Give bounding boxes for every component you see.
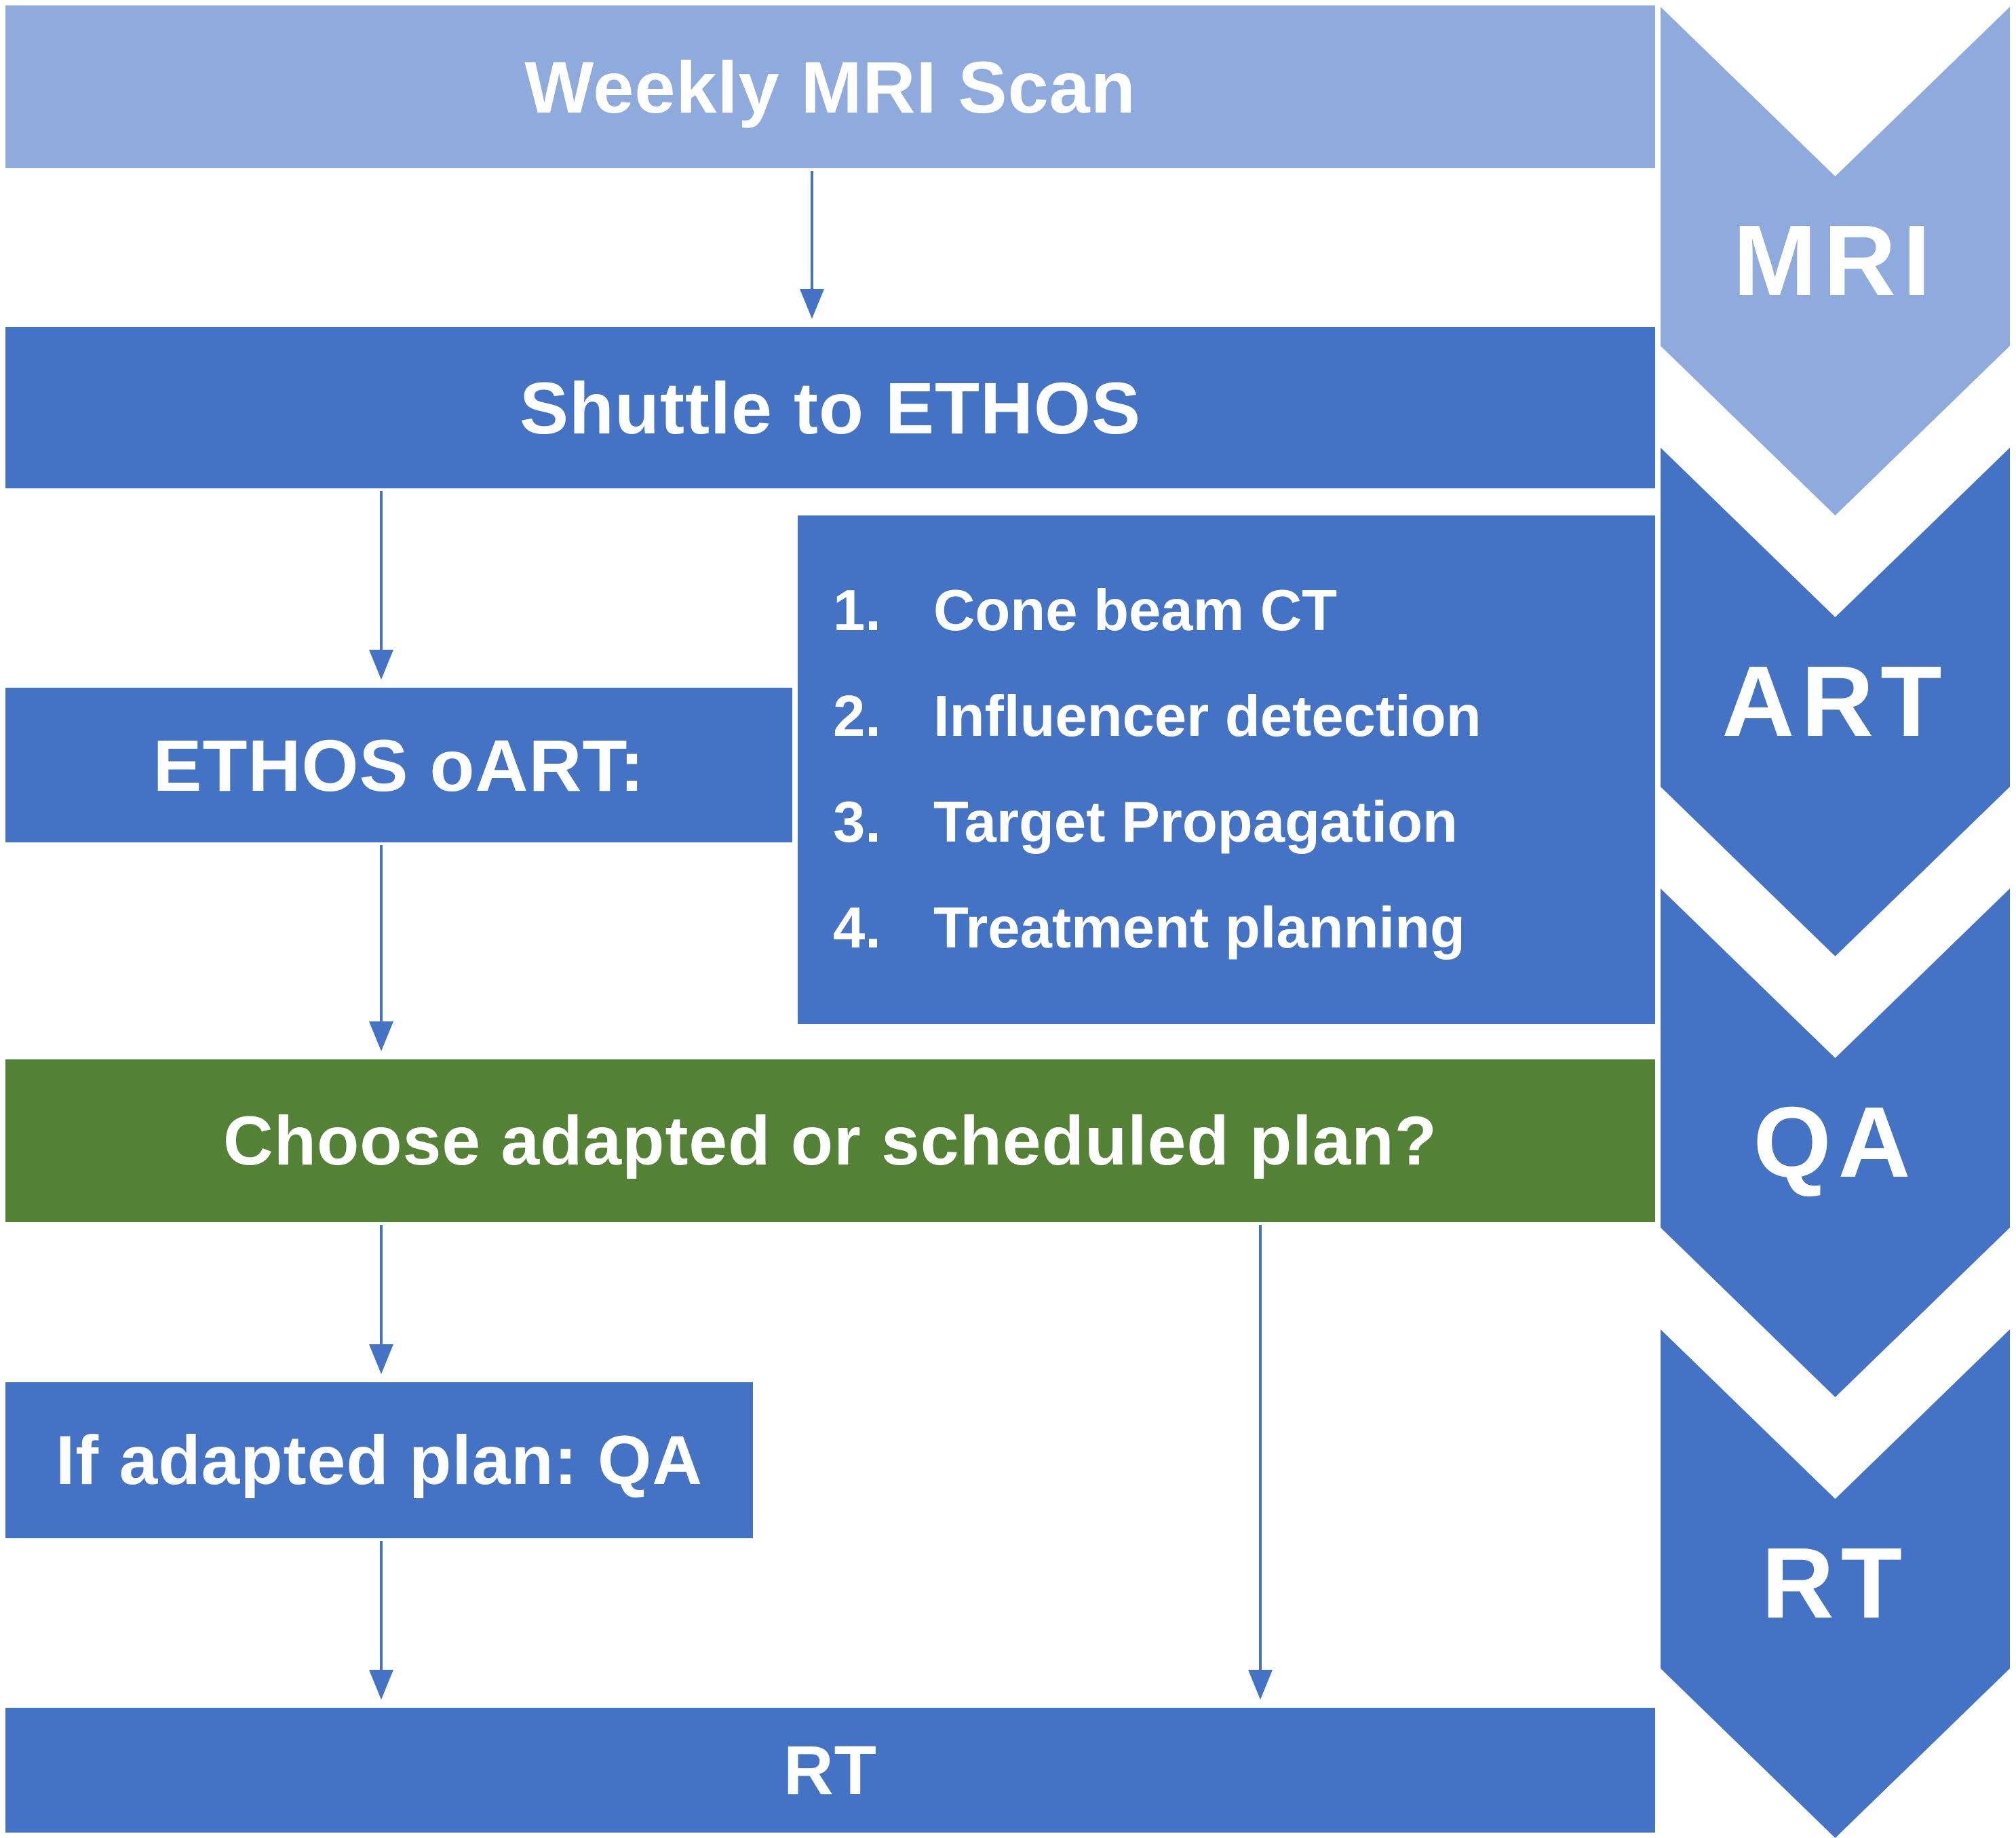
- mri-chevron-shape: [1661, 7, 2010, 515]
- ethos-oart-box: ETHOS oART:: [5, 688, 792, 842]
- stage-chevron-art-label: ART: [1722, 646, 1949, 758]
- adapted-plan-qa-label: If adapted plan: QA: [55, 1421, 703, 1499]
- oart-step-2-label: Influencer detection: [933, 684, 1481, 749]
- rt-label: RT: [783, 1731, 877, 1809]
- choose-plan-box: Choose adapted or scheduled plan?: [5, 1059, 1655, 1222]
- qa-chevron-shape: [1661, 888, 2010, 1397]
- weekly-mri-scan-label: Weekly MRI Scan: [524, 45, 1136, 128]
- oart-step-1: 1. Cone beam CT: [833, 578, 1635, 644]
- stage-chevron-mri-label: MRI: [1732, 205, 1938, 317]
- oart-step-1-label: Cone beam CT: [933, 579, 1338, 643]
- weekly-mri-scan-box: Weekly MRI Scan: [5, 5, 1655, 168]
- stage-chevron-rt-label: RT: [1761, 1527, 1910, 1639]
- stage-chevron-column: MRI ART QA RT: [1661, 0, 2010, 1838]
- stage-chevron-mri: MRI: [1661, 7, 2010, 515]
- oart-step-3-label: Target Propagation: [933, 790, 1458, 855]
- oart-step-2: 2. Influencer detection: [833, 684, 1635, 750]
- adapted-plan-qa-box: If adapted plan: QA: [5, 1382, 753, 1538]
- oart-steps-box: 1. Cone beam CT 2. Influencer detection …: [798, 515, 1655, 1024]
- shuttle-to-ethos-label: Shuttle to ETHOS: [520, 366, 1141, 449]
- oart-step-3-number: 3.: [833, 790, 881, 855]
- oart-step-4-label: Treatment planning: [933, 896, 1465, 960]
- stage-chevron-rt: RT: [1661, 1329, 2010, 1838]
- choose-plan-label: Choose adapted or scheduled plan?: [223, 1101, 1437, 1179]
- rt-box: RT: [5, 1708, 1655, 1833]
- shuttle-to-ethos-box: Shuttle to ETHOS: [5, 327, 1655, 488]
- stage-chevron-qa: QA: [1661, 888, 2010, 1397]
- art-chevron-shape: [1661, 448, 2010, 956]
- stage-chevron-qa-label: QA: [1753, 1087, 1918, 1198]
- oart-step-2-number: 2.: [833, 684, 881, 749]
- stage-chevron-art: ART: [1661, 448, 2010, 956]
- ethos-oart-label: ETHOS oART:: [153, 724, 645, 806]
- oart-step-4-number: 4.: [833, 896, 881, 960]
- oart-step-4: 4. Treatment planning: [833, 895, 1635, 962]
- oart-step-3: 3. Target Propagation: [833, 789, 1635, 856]
- rt-chevron-shape: [1661, 1329, 2010, 1838]
- oart-step-1-number: 1.: [833, 579, 881, 643]
